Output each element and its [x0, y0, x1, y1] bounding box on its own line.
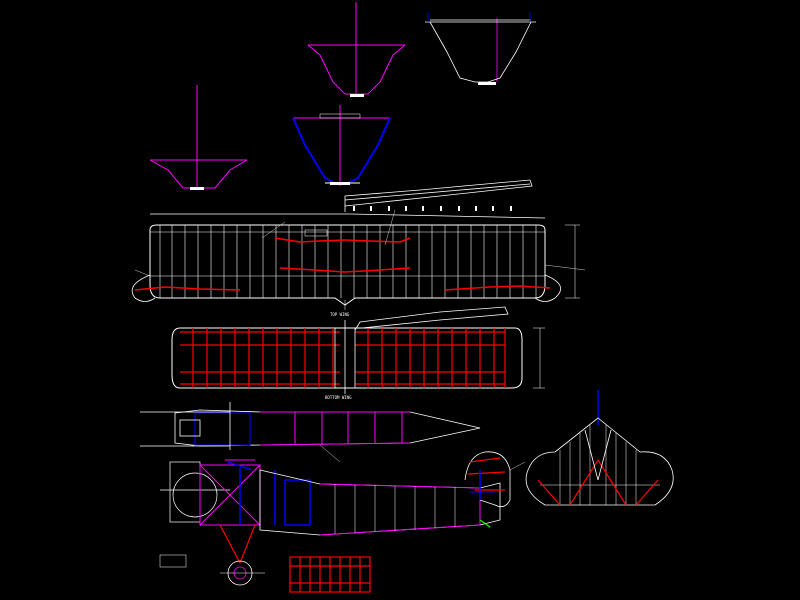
leader-lines: [134, 209, 586, 471]
fuselage-top-view: [140, 402, 481, 450]
fuselage-side-view: [159, 451, 511, 593]
cabane-elevation-center-top: [307, 2, 406, 97]
cabane-elevation-center: [292, 105, 391, 186]
cabane-elevation-right-top: [425, 12, 536, 85]
tiny-label-box-icon: [159, 554, 187, 568]
cabane-elevation-left: [149, 85, 248, 190]
top-wing-caption: TOP WING: [330, 312, 350, 317]
bottom-wing-plan: BOTTOM WING: [171, 306, 545, 400]
horizontal-tail-plan: [525, 390, 674, 506]
bottom-wing-caption: BOTTOM WING: [325, 395, 352, 400]
top-wing-plan: TOP WING: [131, 179, 580, 317]
